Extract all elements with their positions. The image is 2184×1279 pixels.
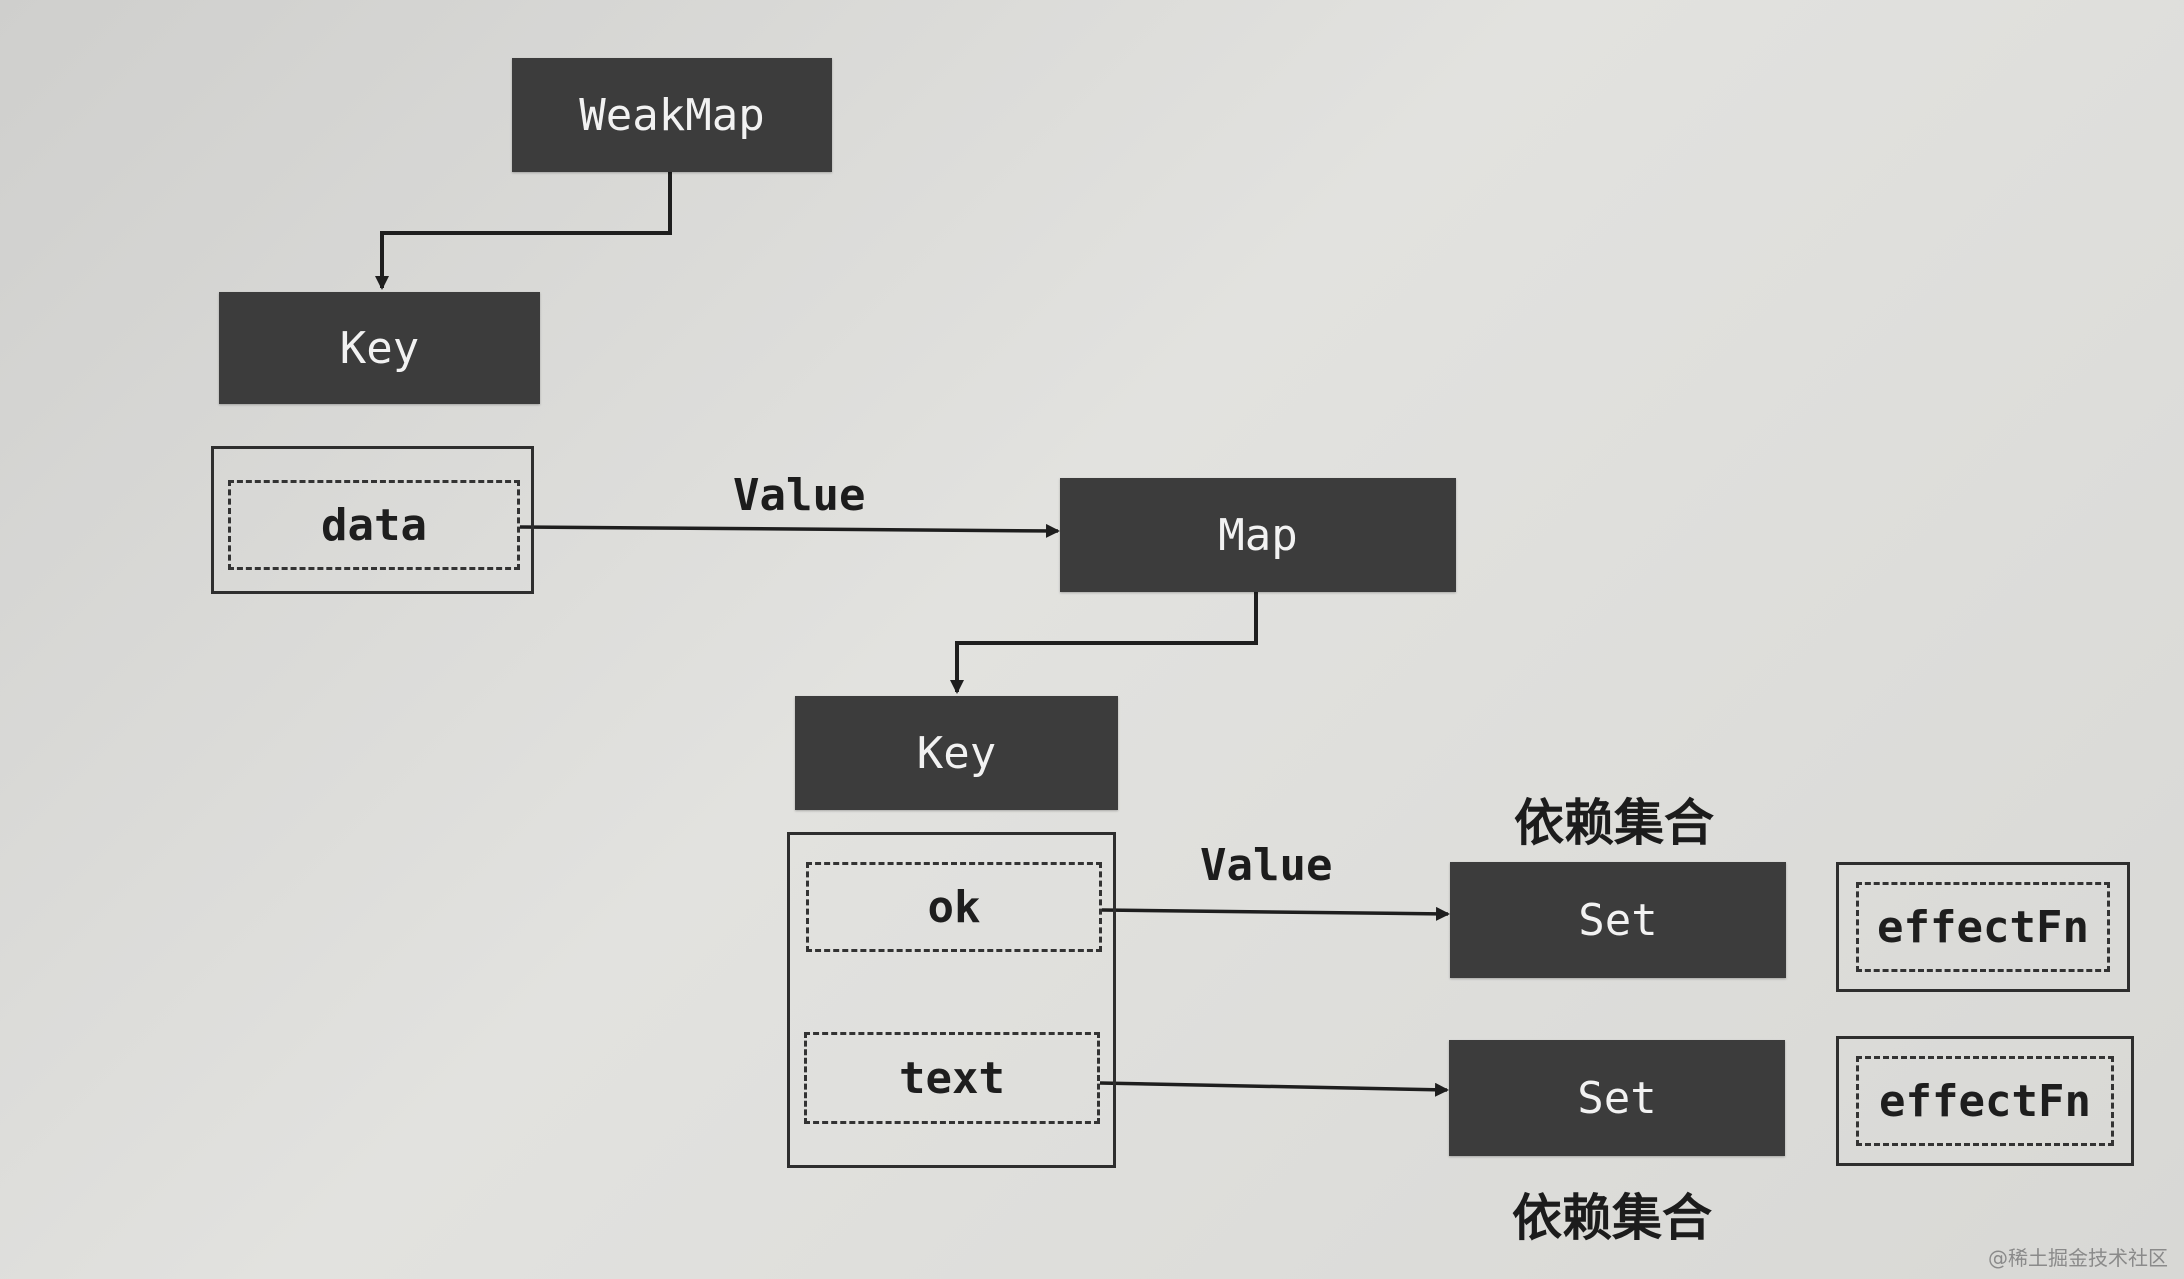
text-to-set-arrow — [1099, 1081, 1449, 1097]
effect-container-1 — [1836, 862, 2130, 992]
effectfn-box-1: effectFn — [1856, 882, 2110, 972]
value-label-2: Value — [1200, 840, 1333, 891]
weakmap-node: WeakMap — [512, 58, 832, 172]
key-2-label: Key — [916, 727, 997, 779]
set-node-2: Set — [1449, 1040, 1785, 1156]
data-key-box: data — [228, 480, 520, 570]
ok-to-set-arrow — [1101, 906, 1450, 921]
key-container-2 — [787, 832, 1116, 1168]
map-label: Map — [1218, 509, 1298, 561]
key-node-1: Key — [219, 292, 540, 404]
weakmap-to-key-arrow — [375, 172, 672, 290]
data-key-label: data — [321, 499, 427, 551]
key-node-2: Key — [795, 696, 1118, 810]
key-1-label: Key — [339, 322, 420, 374]
text-key-label: text — [899, 1052, 1005, 1104]
set-2-label: Set — [1577, 1072, 1657, 1124]
ok-key-label: ok — [927, 881, 981, 933]
watermark: @稀土掘金技术社区 — [1988, 1246, 2168, 1270]
map-to-key-arrow — [950, 592, 1258, 694]
map-node: Map — [1060, 478, 1456, 592]
dependency-set-label-bottom: 依赖集合 — [1512, 1189, 1712, 1247]
text-key-box: text — [804, 1032, 1100, 1124]
set-node-1: Set — [1450, 862, 1786, 978]
effectfn-box-2: effectFn — [1856, 1056, 2114, 1146]
dependency-set-label-top: 依赖集合 — [1514, 794, 1714, 852]
effect-container-2 — [1836, 1036, 2134, 1166]
weakmap-label: WeakMap — [579, 89, 765, 141]
key-container-1 — [211, 446, 534, 594]
ok-key-box: ok — [806, 862, 1102, 952]
data-to-map-arrow — [519, 523, 1060, 538]
value-label-1: Value — [733, 470, 866, 521]
effectfn-1-label: effectFn — [1877, 901, 2089, 953]
set-1-label: Set — [1578, 894, 1658, 946]
effectfn-2-label: effectFn — [1879, 1075, 2091, 1127]
